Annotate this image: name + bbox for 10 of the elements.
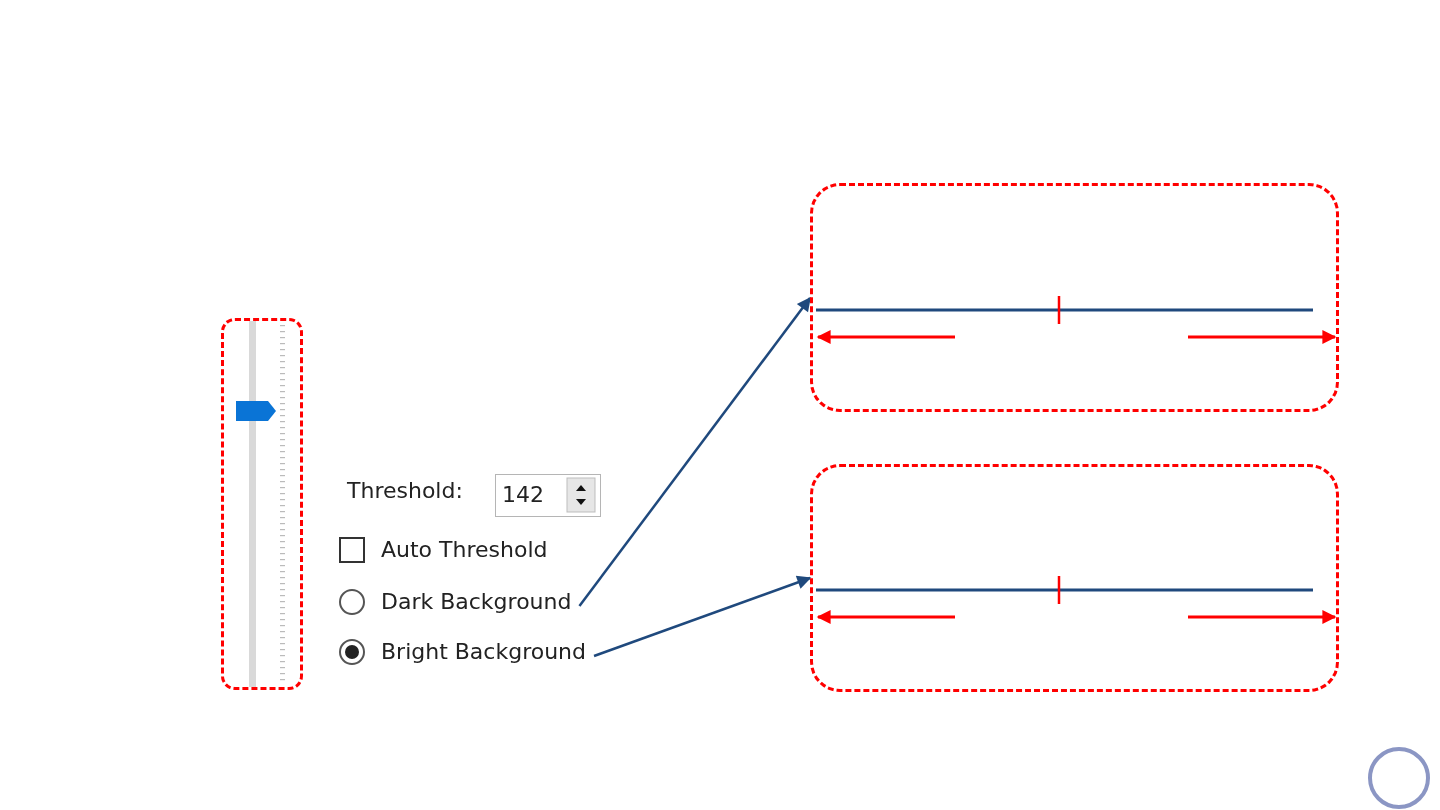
highlight-frame <box>810 183 1339 412</box>
highlight-frame <box>221 318 303 690</box>
arrow <box>593 575 812 658</box>
field-label: Threshold: <box>347 478 463 504</box>
arrow <box>578 296 811 607</box>
number-spinner: 142 <box>495 474 601 517</box>
radio-label: Dark Background <box>381 589 572 615</box>
checkbox-label: Auto Threshold <box>381 537 548 563</box>
radio-label: Bright Background <box>381 639 587 665</box>
highlight-frame <box>810 464 1339 692</box>
